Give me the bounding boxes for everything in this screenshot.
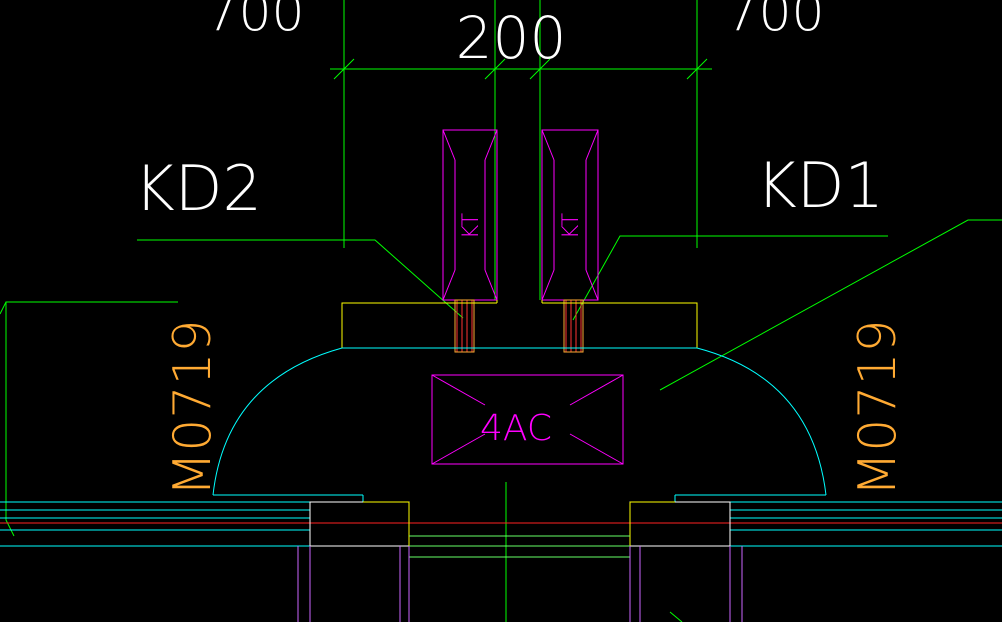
leader-line-arch: [659, 219, 1002, 391]
kt-box-left-diag-2: [484, 129, 498, 161]
kt-label-right: KT: [559, 213, 584, 239]
kt-box-left-diag-3: [442, 269, 456, 301]
columns-lower: [297, 546, 743, 622]
dimension-label-left: 700: [205, 0, 304, 43]
arch-dome[interactable]: [212, 347, 827, 502]
kt-label-left: KT: [459, 213, 484, 239]
kt-box-right-diag-4: [585, 269, 599, 301]
column-base-accents: [363, 501, 675, 546]
equipment-box-diag-3: [431, 433, 486, 465]
leader-line-left-bracket: [5, 301, 178, 537]
leader-lines: [0, 219, 1002, 622]
dimension-tick-center-left: [484, 58, 506, 80]
bolt-left-outline: [454, 299, 475, 353]
leader-line-kd1: [572, 235, 888, 321]
leader-tick-bottom: [669, 611, 683, 622]
label-kd1: KD1: [756, 149, 884, 222]
dimension-tick-right: [686, 58, 708, 80]
dimension-group: [330, 0, 712, 300]
bolt-left: [456, 300, 473, 352]
plinth-gap-edges: [496, 300, 543, 303]
dimension-tick-left: [333, 58, 355, 80]
bolt-outline: [454, 299, 584, 353]
equipment-box-label: 4AC: [480, 408, 552, 449]
dimension-label-right: 700: [725, 0, 824, 43]
dimension-tick-center-right: [529, 58, 551, 80]
leader-line-kd2: [137, 239, 464, 319]
kt-box-right-diag-1: [541, 129, 555, 161]
kt-box-left-diag-4: [484, 269, 498, 301]
dimension-label-center: 200: [456, 4, 567, 72]
mark-m0719-right: M0719: [848, 319, 908, 496]
kt-box-left-diag-1: [442, 129, 456, 161]
mark-m0719-left: M0719: [163, 319, 223, 496]
kt-box-right-diag-3: [541, 269, 555, 301]
floor-lines-cyan: [0, 501, 1002, 547]
leader-tick-left: [0, 301, 7, 315]
bolt-right: [565, 300, 582, 352]
floor-lines-center: [409, 535, 630, 558]
bolt-right-outline: [563, 299, 584, 353]
equipment-box-4ac[interactable]: [431, 374, 624, 465]
equipment-box-diag-2: [569, 374, 624, 406]
label-kd2: KD2: [134, 152, 262, 225]
equipment-box-diag-4: [569, 433, 624, 465]
equipment-box-frame: [431, 374, 624, 465]
kt-box-right-diag-2: [585, 129, 599, 161]
equipment-box-diag-1: [431, 374, 486, 406]
arch-curve: [212, 347, 827, 496]
